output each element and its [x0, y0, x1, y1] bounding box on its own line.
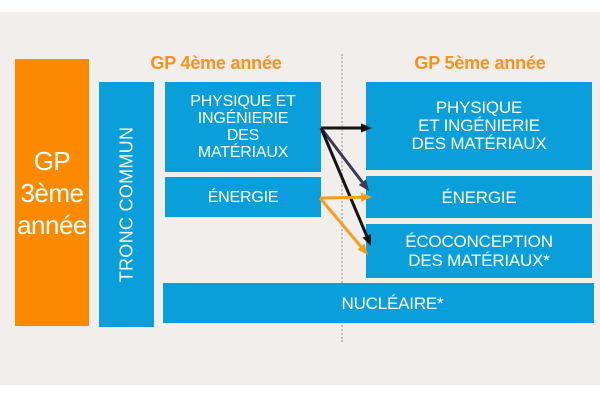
year5-course-physique-materiaux-label: PHYSIQUE ET INGÉNIERIE DES MATÉRIAUX [411, 98, 547, 153]
year4-course-physique-materiaux-label: PHYSIQUE ET INGÉNIERIE DES MATÉRIAUX [190, 93, 296, 161]
tronc-commun-label: TRONC COMMUN [116, 126, 136, 283]
year4-course-energie: ÉNERGIE [165, 177, 321, 217]
year5-course-ecoconception-label: ÉCOCONCEPTION DES MATÉRIAUX* [405, 232, 553, 270]
year5-header: GP 5ème année [414, 53, 546, 73]
year4-course-energie-label: ÉNERGIE [207, 188, 279, 206]
year5-course-energie: ÉNERGIE [366, 176, 592, 218]
shared-course-nucleaire: NUCLÉAIRE* [163, 283, 594, 323]
year5-course-physique-materiaux: PHYSIQUE ET INGÉNIERIE DES MATÉRIAUX [366, 82, 592, 170]
year3-block: GP 3ème année [15, 59, 89, 326]
shared-course-nucleaire-label: NUCLÉAIRE* [341, 293, 444, 313]
tronc-commun-block: TRONC COMMUN [99, 82, 154, 327]
year4-header: GP 4ème année [150, 53, 282, 73]
year5-course-energie-label: ÉNERGIE [441, 187, 517, 207]
year3-label: GP 3ème année [17, 145, 87, 240]
year5-course-ecoconception: ÉCOCONCEPTION DES MATÉRIAUX* [366, 224, 592, 278]
year4-course-physique-materiaux: PHYSIQUE ET INGÉNIERIE DES MATÉRIAUX [165, 82, 321, 172]
